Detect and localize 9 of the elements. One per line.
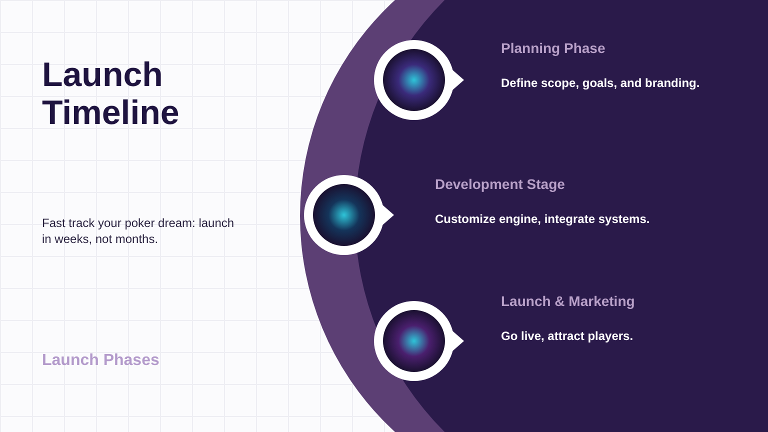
title: Launch Timeline bbox=[42, 56, 180, 132]
section-label: Launch Phases bbox=[42, 352, 160, 370]
phase-heading: Launch & Marketing bbox=[501, 293, 636, 309]
phase-description: Define scope, goals, and branding. bbox=[501, 76, 701, 90]
phase-heading: Planning Phase bbox=[501, 40, 606, 56]
phase-description: Go live, attract players. bbox=[501, 329, 634, 343]
phase-heading: Development Stage bbox=[435, 176, 566, 192]
phase-description: Customize engine, integrate systems. bbox=[435, 212, 651, 226]
subtitle: Fast track your poker dream: launch in weeks, not months. bbox=[42, 215, 236, 247]
